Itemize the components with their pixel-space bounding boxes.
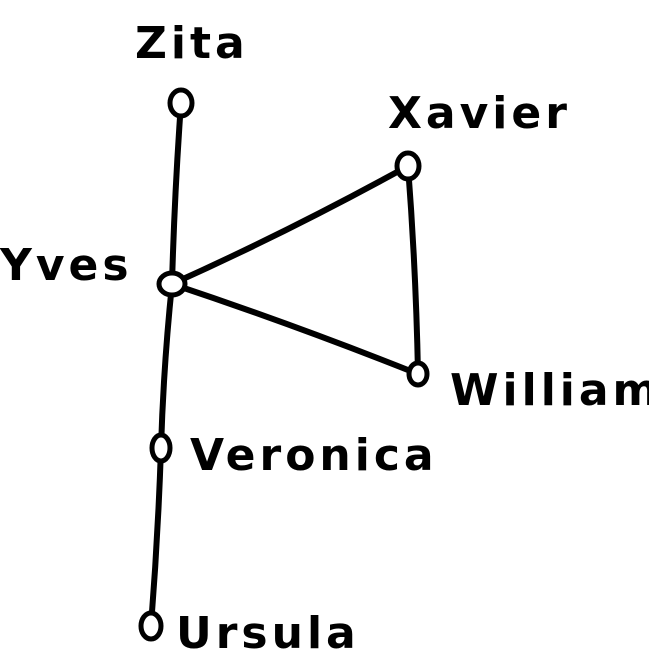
node-zita <box>167 87 195 119</box>
node-label-ursula: Ursula <box>176 608 360 658</box>
edge-yves-veronica <box>158 281 175 451</box>
node-label-xavier: Xavier <box>388 88 571 139</box>
edge-zita-yves <box>169 100 184 287</box>
nodes-layer <box>138 87 430 642</box>
edge-veronica-ursula <box>148 445 164 629</box>
node-label-zita: Zita <box>135 18 249 69</box>
node-william <box>406 360 430 388</box>
node-label-veronica: Veronica <box>190 430 438 481</box>
node-yves <box>156 270 188 298</box>
edge-yves-william <box>169 281 421 377</box>
edge-yves-xavier <box>169 163 411 287</box>
edge-xavier-william <box>405 163 421 377</box>
node-xavier <box>394 150 422 182</box>
edges-layer <box>148 100 421 629</box>
node-label-william: William <box>450 365 649 416</box>
node-ursula <box>138 610 164 642</box>
node-label-yves: Yves <box>0 240 133 291</box>
node-veronica <box>149 432 173 464</box>
